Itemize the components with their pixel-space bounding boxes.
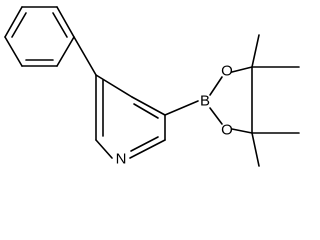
phenyl-ring (4, 6, 75, 67)
bond (131, 96, 166, 116)
bond (231, 66, 253, 73)
dioxaborolane-ring (209, 66, 253, 134)
bond (129, 139, 166, 159)
bond (56, 36, 75, 67)
bond (4, 36, 23, 67)
bond (95, 139, 113, 159)
bond (231, 128, 253, 134)
oxygen-label-lower: O (221, 122, 233, 139)
boron-label: B (200, 93, 210, 110)
double-bond-inner (133, 103, 159, 119)
double-bond-inner (52, 12, 68, 38)
double-bond-inner (11, 12, 27, 38)
bond (209, 76, 223, 96)
methyl-bond (251, 34, 260, 68)
double-bond-inner (130, 136, 159, 152)
methyl-groups (251, 34, 300, 167)
bond (4, 6, 23, 38)
bond (209, 107, 223, 125)
pyridine-ring (95, 74, 166, 159)
biaryl-bond (73, 36, 97, 76)
carbon-boron-bond (164, 100, 199, 116)
bond (56, 6, 75, 38)
oxygen-label-upper: O (221, 63, 233, 80)
bond (95, 74, 133, 98)
chemical-structure-diagram: B O O N (4, 6, 300, 168)
methyl-bond (251, 132, 260, 167)
nitrogen-label: N (116, 151, 127, 168)
